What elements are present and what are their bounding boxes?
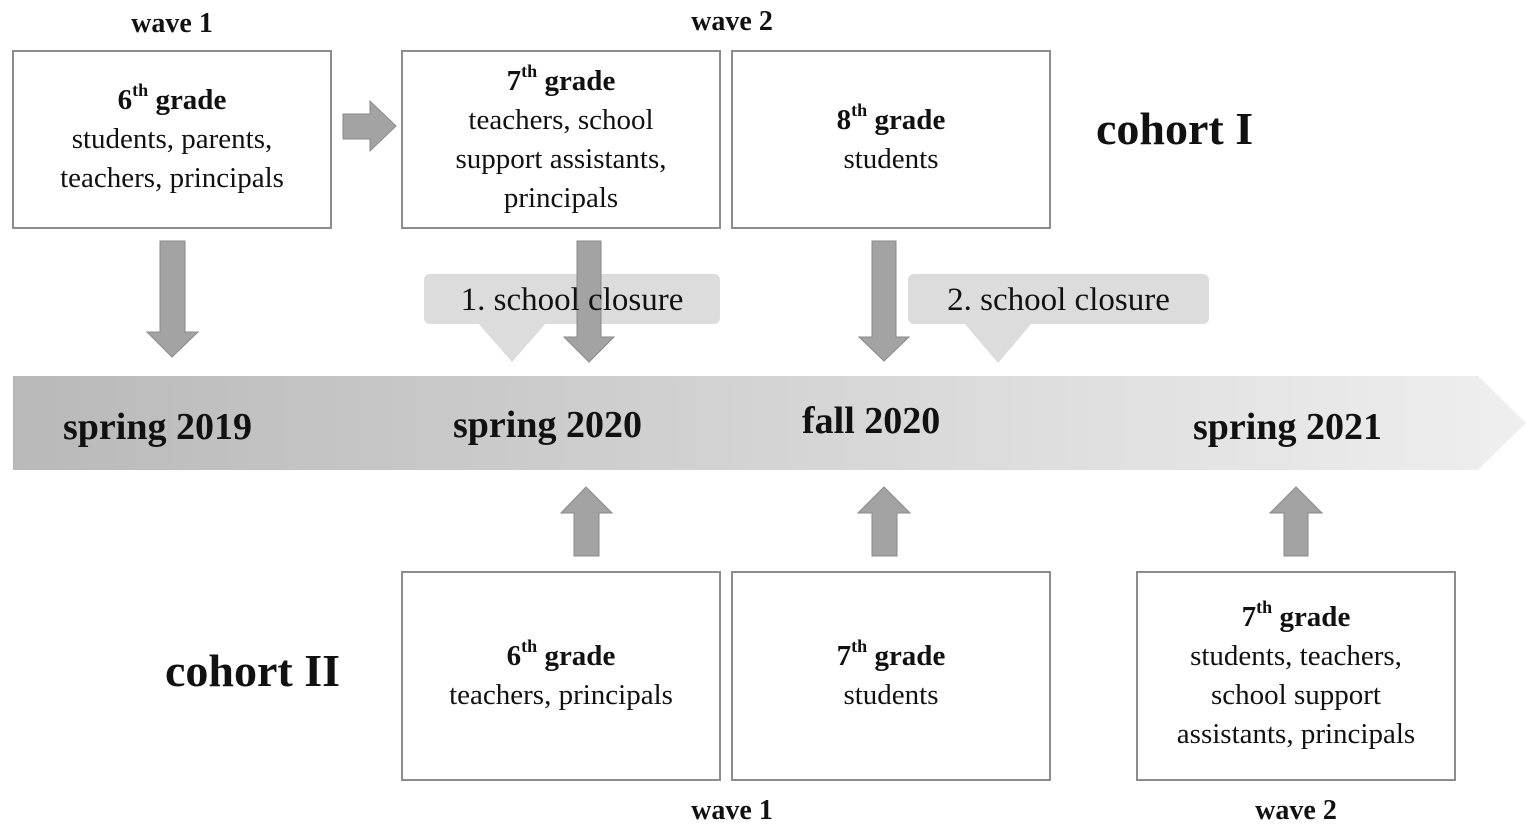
grade-heading: 7th grade <box>836 636 946 672</box>
timeline-spring-2019: spring 2019 <box>63 406 252 448</box>
participants-text: teachers, principals <box>449 679 673 711</box>
cohort1-wave1-label: wave 1 <box>131 8 213 39</box>
participants-text: teachers, school support assistants, pri… <box>455 103 667 214</box>
cohort2-label: cohort II <box>165 645 341 696</box>
timeline-spring-2020: spring 2020 <box>453 404 642 446</box>
timeline-spring-2021: spring 2021 <box>1193 406 1382 448</box>
cohort2-wave2-label: wave 2 <box>1255 795 1337 826</box>
cohort1-wave1-box: 6th grade students, parents, teachers, p… <box>12 50 332 229</box>
cohort1-wave2-box-8th: 8th grade students <box>731 50 1051 229</box>
grade-heading: 8th grade <box>836 99 946 136</box>
cohort1-wave2-label: wave 2 <box>691 6 773 37</box>
cohort2-wave1-box-7th: 7th grade students <box>731 571 1051 781</box>
participants-text: students <box>843 679 939 711</box>
grade-heading: 7th grade <box>506 60 616 97</box>
timeline-fall-2020: fall 2020 <box>802 400 941 442</box>
arrow-down-spring-2019 <box>145 240 200 358</box>
arrow-down-spring-2020 <box>562 240 616 363</box>
cohort1-wave2-box-7th: 7th grade teachers, school support assis… <box>401 50 721 229</box>
callout-closure-2-label: 2. school closure <box>947 282 1170 318</box>
callout-closure-1-bubble <box>424 274 720 362</box>
grade-heading: 7th grade <box>1241 597 1351 633</box>
cohort2-wave1-label: wave 1 <box>691 795 773 826</box>
arrow-up-spring-2021 <box>1268 486 1324 557</box>
arrow-up-spring-2020 <box>559 486 614 557</box>
arrow-right-cohort1 <box>342 99 397 153</box>
grade-heading: 6th grade <box>506 636 616 672</box>
callout-closure-2-bubble <box>908 274 1209 363</box>
participants-text: students, teachers, school support assis… <box>1176 640 1416 750</box>
arrow-down-fall-2020 <box>857 240 911 362</box>
cohort2-wave1-box-6th: 6th grade teachers, principals <box>401 571 721 781</box>
timeline-arrow-band <box>13 376 1526 470</box>
cohort1-label: cohort I <box>1096 103 1254 154</box>
callout-closure-1-label: 1. school closure <box>460 282 684 318</box>
grade-heading: 6th grade <box>117 80 227 116</box>
participants-text: students, parents, teachers, principals <box>60 123 284 194</box>
participants-text: students <box>843 142 939 175</box>
cohort2-wave2-box-7th: 7th grade students, teachers, school sup… <box>1136 571 1456 781</box>
arrow-up-fall-2020 <box>856 486 912 557</box>
